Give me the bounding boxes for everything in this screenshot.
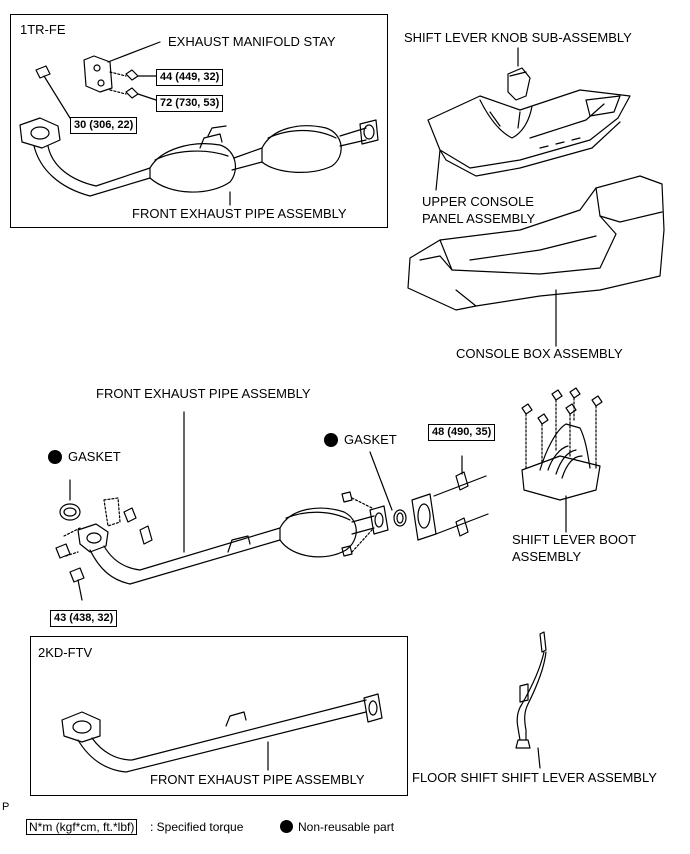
torque-callout-3: 30 (306, 22): [70, 117, 138, 134]
label-gasket-left: GASKET: [68, 449, 121, 464]
torque-callout-1: 44 (449, 32): [156, 69, 224, 86]
nonreusable-marker-left: [48, 450, 62, 464]
label-floor-shift-lever: FLOOR SHIFT SHIFT LEVER ASSEMBLY: [412, 770, 657, 785]
shift-lever-boot-illustration: [521, 387, 603, 501]
label-shift-lever-boot-1: SHIFT LEVER BOOT: [512, 532, 637, 547]
front-exhaust-pipe-mid-illustration: [55, 471, 489, 601]
frame-1tr-fe: [10, 14, 388, 228]
console-box-illustration: [407, 175, 665, 311]
engine-label-1tr-fe: 1TR-FE: [20, 22, 66, 37]
label-upper-console-2: PANEL ASSEMBLY: [422, 211, 536, 226]
upper-console-panel-illustration: [427, 89, 631, 177]
label-shift-lever-knob: SHIFT LEVER KNOB SUB-ASSEMBLY: [404, 30, 632, 45]
label-front-exhaust-pipe-bottom: FRONT EXHAUST PIPE ASSEMBLY: [150, 772, 365, 787]
shift-lever-knob-illustration: [507, 67, 531, 101]
frame-2kd-ftv: [30, 636, 408, 796]
label-front-exhaust-pipe-top: FRONT EXHAUST PIPE ASSEMBLY: [132, 206, 347, 221]
label-console-box: CONSOLE BOX ASSEMBLY: [456, 346, 623, 361]
corner-code: P: [2, 801, 10, 813]
label-exhaust-manifold-stay: EXHAUST MANIFOLD STAY: [168, 34, 336, 49]
legend-nonreusable-text: Non-reusable part: [298, 820, 395, 834]
legend-nonreusable-marker: [280, 820, 293, 833]
legend-torque-box: N*m (kgf*cm, ft.*lbf): [26, 819, 138, 835]
torque-callout-5: 43 (438, 32): [50, 610, 118, 627]
front-exhaust-pipe-2kd-ftv-illustration: [61, 693, 383, 773]
torque-callout-2: 72 (730, 53): [156, 95, 224, 112]
label-gasket-right: GASKET: [344, 432, 397, 447]
floor-shift-lever-illustration: [515, 631, 547, 749]
nonreusable-marker-right: [324, 433, 338, 447]
label-front-exhaust-pipe-mid: FRONT EXHAUST PIPE ASSEMBLY: [96, 386, 311, 401]
exhaust-manifold-stay-illustration: [35, 41, 161, 119]
label-upper-console-1: UPPER CONSOLE: [422, 194, 534, 209]
torque-callout-4: 48 (490, 35): [428, 424, 496, 441]
legend-torque-text: : Specified torque: [150, 820, 244, 834]
engine-label-2kd-ftv: 2KD-FTV: [38, 645, 93, 660]
label-shift-lever-boot-2: ASSEMBLY: [512, 549, 582, 564]
front-exhaust-pipe-1tr-fe-illustration: [19, 117, 379, 197]
